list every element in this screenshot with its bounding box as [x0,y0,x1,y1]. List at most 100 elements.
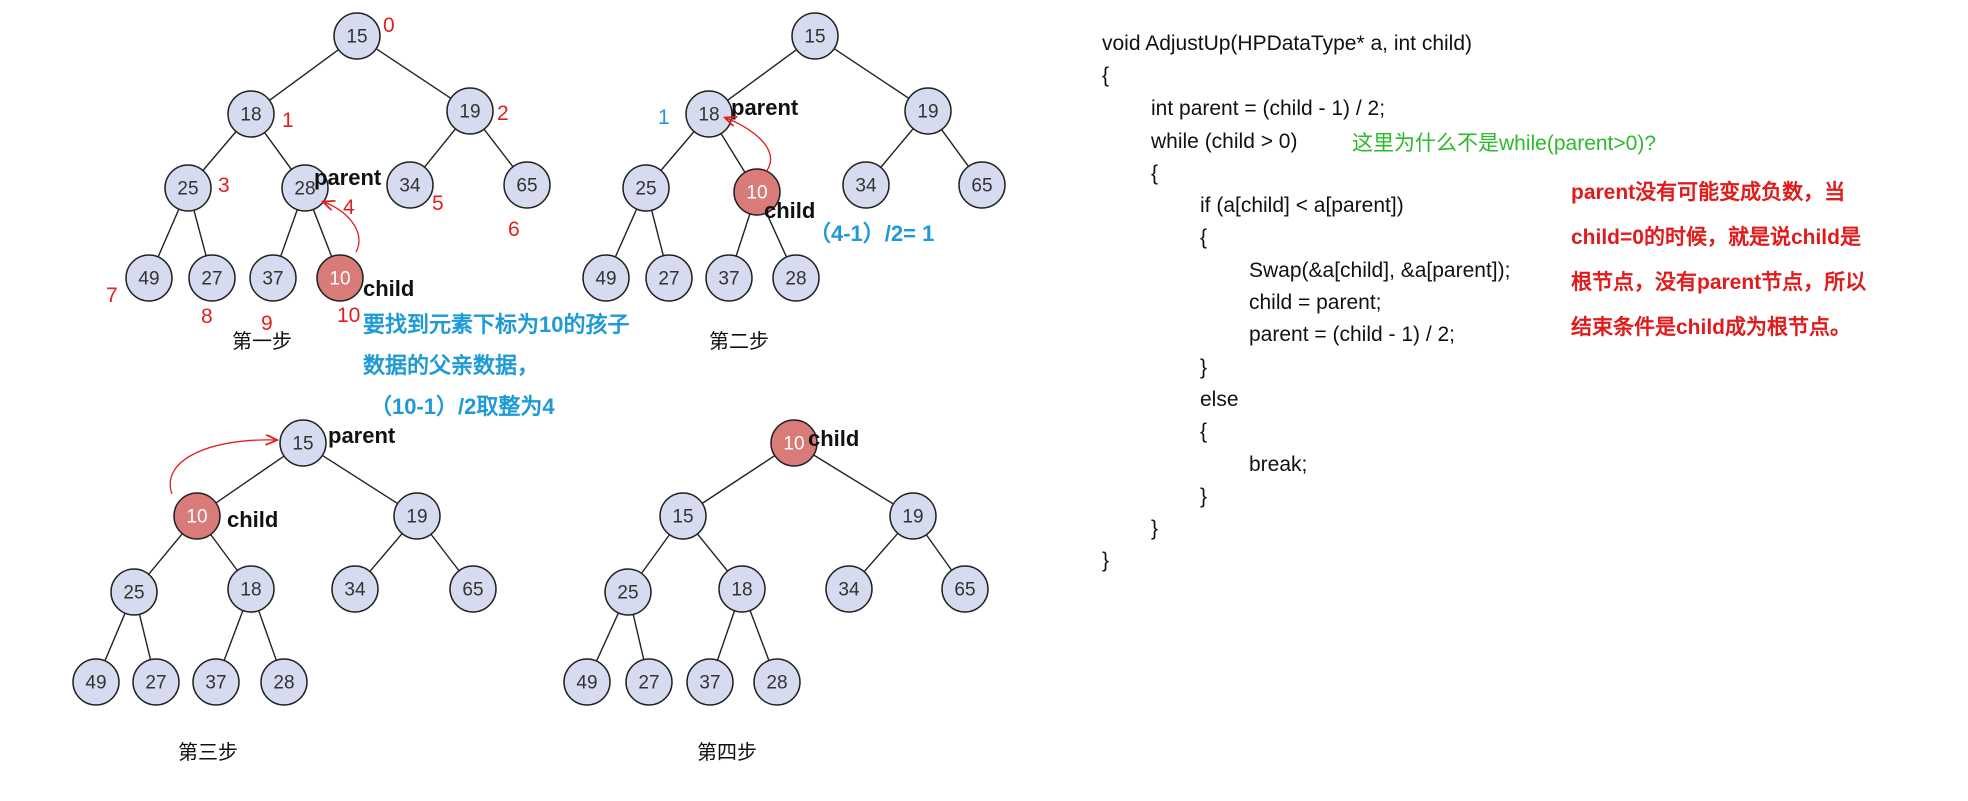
node-circle [281,164,329,212]
node-value: 15 [672,507,693,528]
heap-node: 27 [645,254,693,302]
heap-node: 25 [164,164,212,212]
heap-node: 37 [686,658,734,706]
heap-node: 65 [503,161,551,209]
code-line: } [1200,356,1207,379]
node-circle [260,658,308,706]
step-2-edges [614,48,970,258]
tree-edge [369,533,403,572]
heap-node: 18 [227,90,275,138]
heap-node: 15 [333,12,381,60]
tree-edge [223,610,244,661]
node-circle [604,568,652,616]
node-value: 15 [804,27,825,48]
heap-node: 18 [718,565,766,613]
node-value: 25 [635,179,656,200]
step-1-index-0: 0 [383,14,395,37]
node-circle [563,658,611,706]
heap-node: 49 [125,254,173,302]
heap-node: 28 [281,164,329,212]
node-value: 34 [344,580,366,601]
step-2-index-1: 1 [658,106,670,129]
node-circle [904,87,952,135]
tree-edge [157,208,180,258]
code-line: int parent = (child - 1) / 2; [1151,97,1385,120]
heap-node: 65 [449,565,497,613]
tree-edge [210,534,238,571]
step-1-index-6: 6 [508,218,520,241]
node-value: 18 [698,105,719,126]
heap-node: 27 [625,658,673,706]
node-value: 49 [85,673,106,694]
step-3-edges [104,454,460,662]
node-circle [125,254,173,302]
step-4-child-label: child [808,426,859,451]
node-value: 27 [201,269,222,290]
step-1-parent-label: parent [314,165,382,190]
tree-edge [269,49,339,101]
tree-edge [148,533,183,575]
node-circle [192,658,240,706]
node-value: 18 [240,105,261,126]
heap-node: 28 [260,658,308,706]
node-value: 28 [785,269,806,290]
tree-edge [696,533,729,572]
node-circle [685,90,733,138]
node-value: 28 [766,673,787,694]
answer-line-1: parent没有可能变成负数，当 [1571,180,1845,204]
step-1-edges [157,48,514,258]
code-line: { [1200,420,1207,443]
node-value: 27 [658,269,679,290]
node-value: 34 [855,176,877,197]
heap-node: 34 [842,161,890,209]
node-value: 28 [273,673,294,694]
heap-node: 19 [446,87,494,135]
heap-node: 65 [941,565,989,613]
node-circle [331,565,379,613]
code-line: parent = (child - 1) / 2; [1249,323,1455,346]
node-circle [72,658,120,706]
heap-node: 34 [331,565,379,613]
heap-node: 18 [685,90,733,138]
tree-edge [727,49,797,101]
heap-node: 65 [958,161,1006,209]
node-circle [659,492,707,540]
node-circle [842,161,890,209]
heap-node: 49 [582,254,630,302]
step-3-caption: 第三步 [178,741,238,764]
tree-edge [749,610,770,661]
tree-edge [202,131,237,171]
step-2-parent-label: parent [731,95,799,120]
node-circle [386,161,434,209]
heap-node-highlighted: 10 [770,419,818,467]
step-3-child-label: child [227,507,278,532]
tree-edge [430,533,460,572]
node-value: 28 [294,179,315,200]
step-1-caption: 第一步 [232,330,292,353]
tree-edge [765,212,788,258]
step-1-index-1: 1 [282,109,294,132]
node-circle [173,492,221,540]
node-value: 25 [617,583,638,604]
answer-line-4: 结束条件是child成为根节点。 [1571,315,1851,339]
tree-edge [813,454,894,505]
node-value: 19 [917,102,938,123]
code-line: { [1151,162,1158,185]
node-value: 19 [902,507,923,528]
node-value: 10 [746,183,767,204]
node-circle [941,565,989,613]
node-value: 25 [177,179,198,200]
node-value: 18 [240,580,261,601]
tree-edge [701,455,776,504]
tree-edge [735,213,751,257]
node-value: 10 [186,507,207,528]
tree-edge [614,208,638,258]
step-1-index-9: 9 [261,312,273,335]
code-inline-comment: 这里为什么不是while(parent>0)? [1352,132,1656,155]
heap-node: 15 [279,419,327,467]
step-1-index-5: 5 [432,192,444,215]
node-circle [249,254,297,302]
